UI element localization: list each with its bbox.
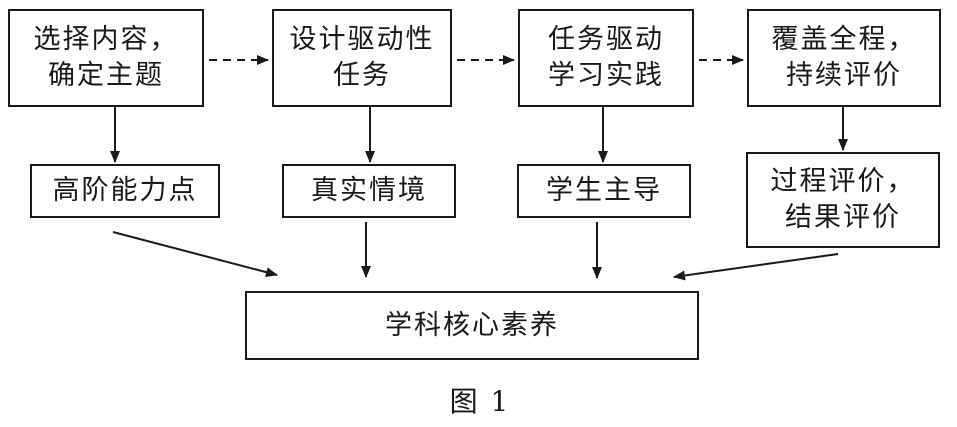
figure-caption: 图 1 <box>449 385 511 418</box>
box-higher-order-skills: 高阶能力点 <box>30 164 220 218</box>
box-line: 学习实践 <box>548 60 664 91</box>
box-line: 持续评价 <box>786 60 902 91</box>
box-line: 任务 <box>333 60 391 91</box>
box-line: 过程评价， <box>770 166 916 198</box>
box-line: 覆盖全程， <box>771 24 917 56</box>
box-core-competency: 学科核心素养 <box>245 291 699 360</box>
box-real-context: 真实情境 <box>282 164 456 218</box>
box-task-driven-practice: 任务驱动 学习实践 <box>518 9 694 107</box>
box-line: 真实情境 <box>311 175 427 207</box>
box-line: 任务驱动 <box>548 24 664 56</box>
box-line: 学科核心素养 <box>385 309 559 341</box>
box-line: 学生主导 <box>546 175 662 207</box>
box-line: 高阶能力点 <box>52 175 198 207</box>
box-process-result-evaluation: 过程评价， 结果评价 <box>746 152 940 248</box>
box-line: 设计驱动性 <box>289 24 435 56</box>
box-line: 确定主题 <box>48 60 164 91</box>
box-student-led: 学生主导 <box>517 164 691 218</box>
box-line: 选择内容， <box>33 24 179 56</box>
box-continuous-evaluation: 覆盖全程， 持续评价 <box>747 9 941 107</box>
box-design-task: 设计驱动性 任务 <box>272 9 452 107</box>
diag-arrow-right <box>673 253 839 281</box>
box-select-content: 选择内容， 确定主题 <box>8 9 204 107</box>
box-line: 结果评价 <box>785 202 901 233</box>
diag-arrow-left <box>112 231 278 278</box>
